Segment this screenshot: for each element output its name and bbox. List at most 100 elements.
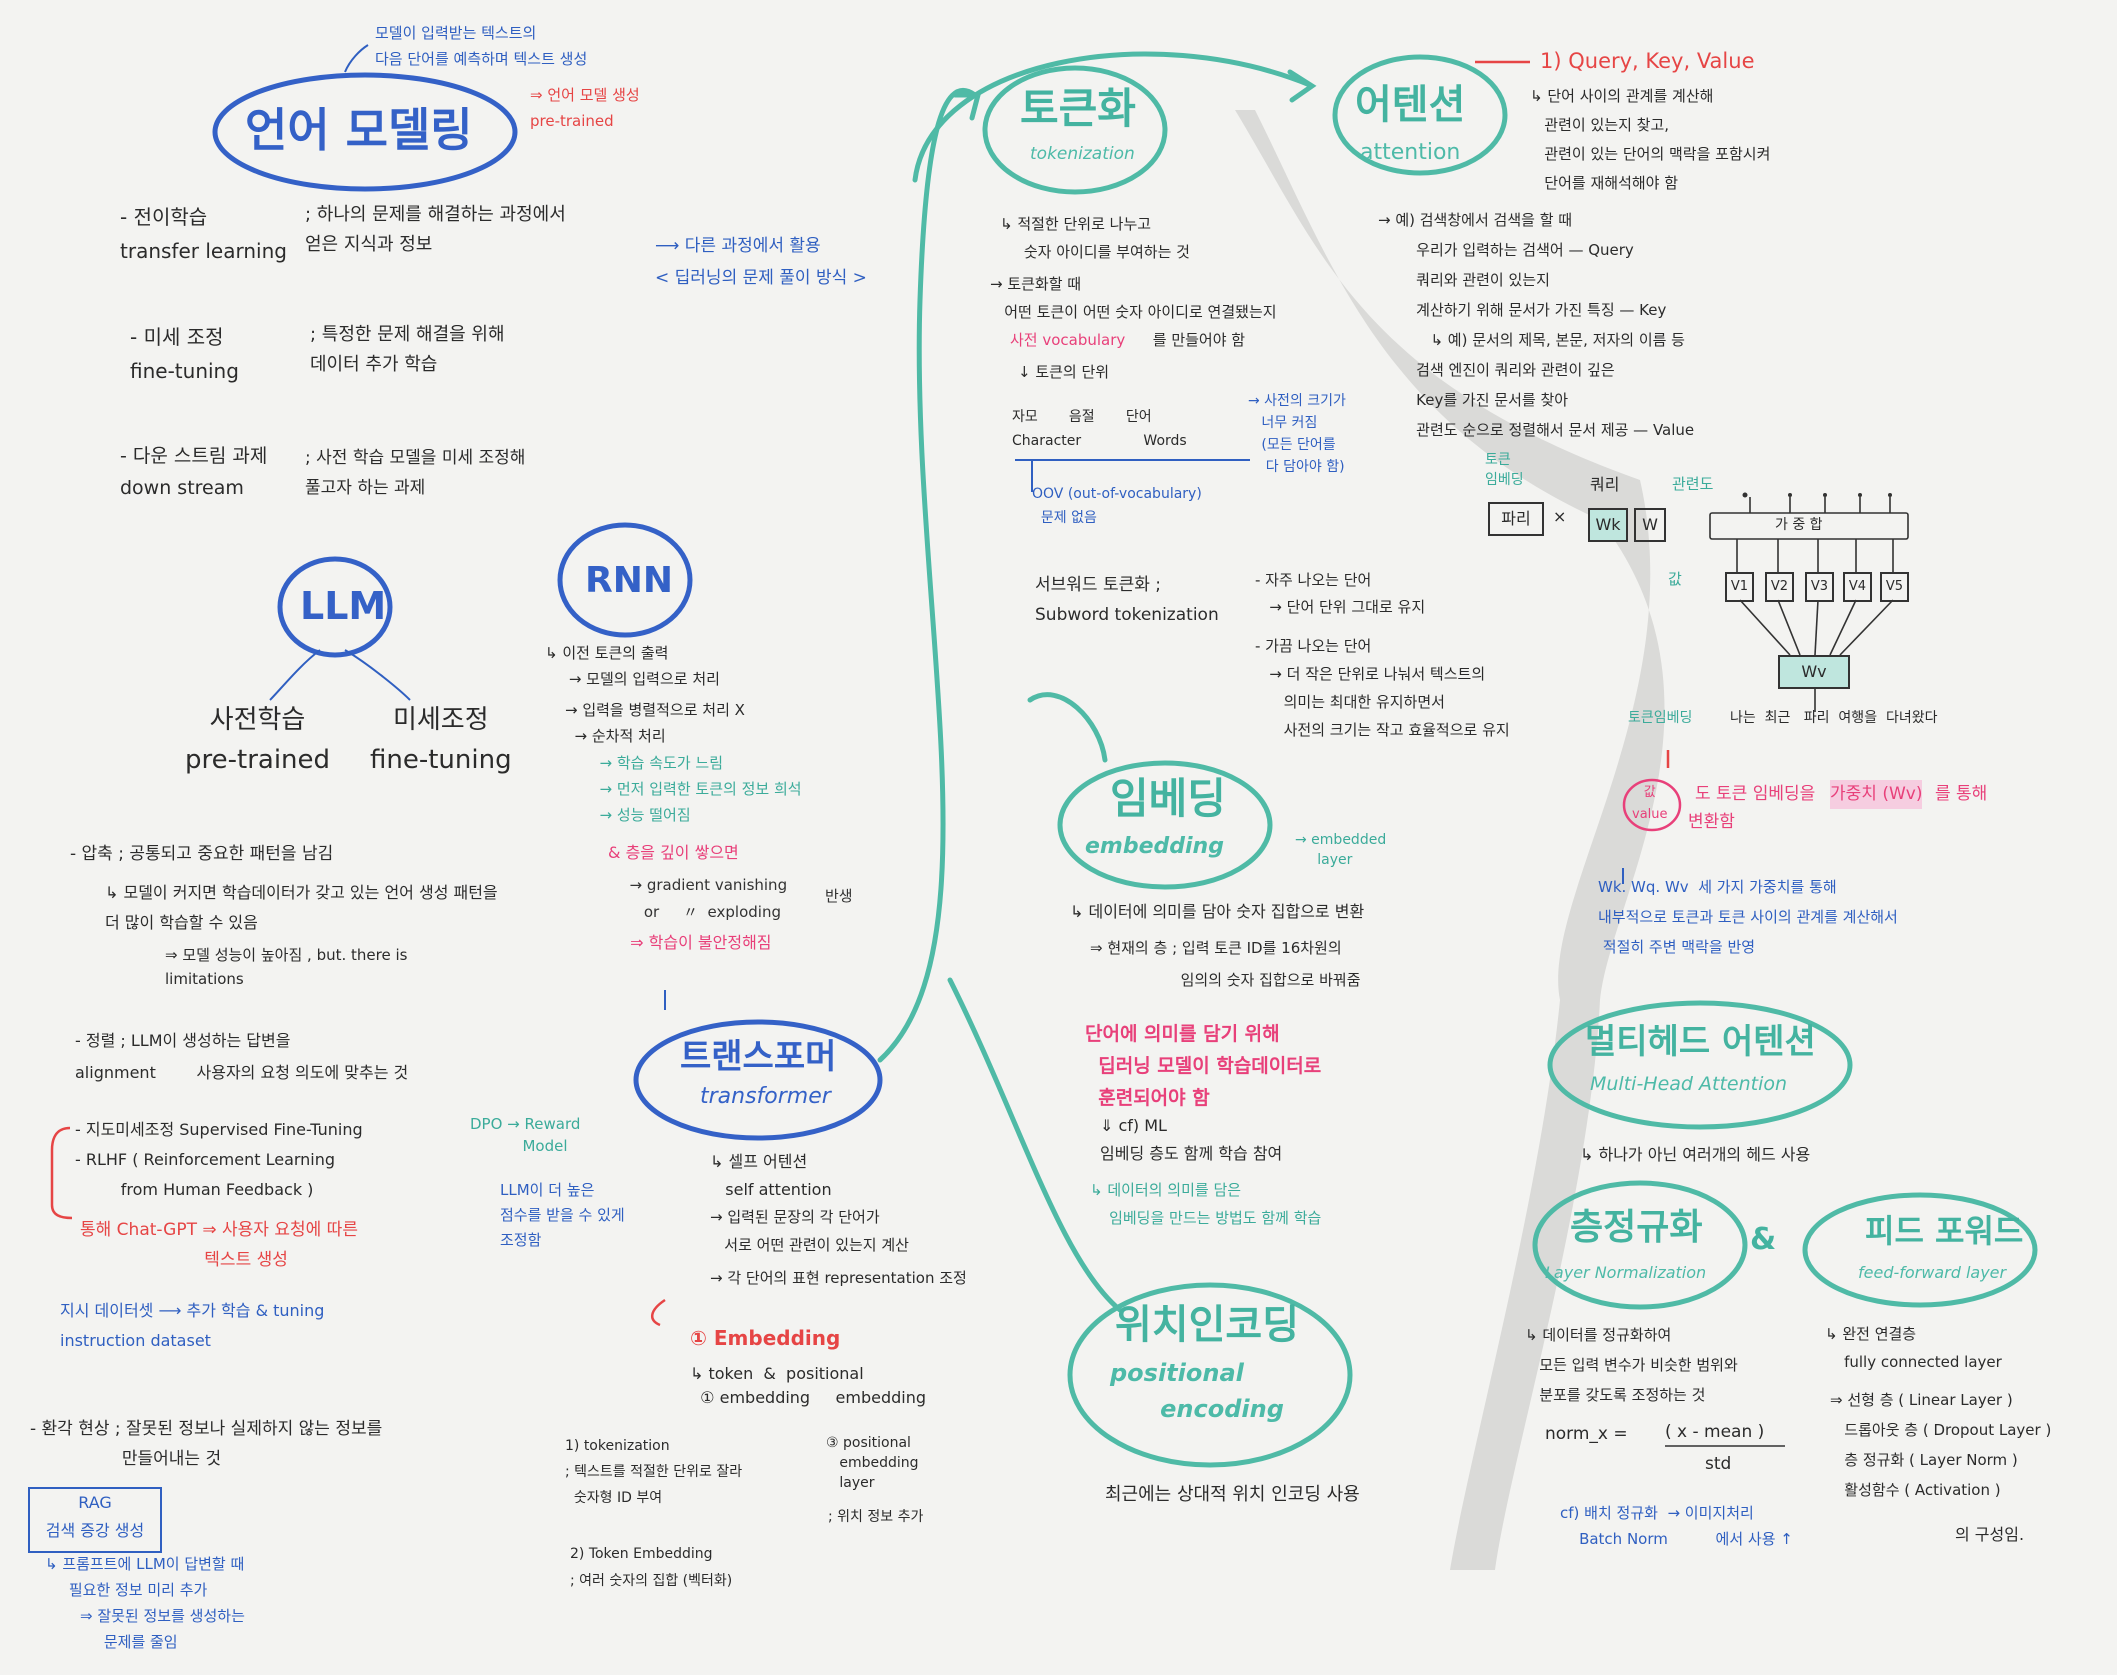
rag-desc: ↳ 프롬프트에 LLM이 답변할 때 필요한 정보 미리 추가 [45,1555,245,1599]
llm-finetuning: 미세조정 fine-tuning [370,705,512,775]
rag-box: RAG 검색 증강 생성 [28,1487,162,1553]
connector-transformer-token [877,88,978,1063]
llm-compress: - 압축 ; 공통되고 중요한 패턴을 남김 [70,844,334,864]
llm-alignment: - 정렬 ; LLM이 생성하는 답변을 alignment 사용자의 요청 의… [75,1031,409,1082]
rel-dot-1 [1742,492,1748,498]
ff-line-3: 의 구성임. [1955,1525,2025,1544]
attention-qkv: 1) Query, Key, Value [1540,49,1755,73]
bubble-llm [277,556,393,658]
diagram-query-label: 쿼리 [1590,475,1620,494]
mha-subtitle: Multi-Head Attention [1590,1073,1788,1095]
diagram-relevance-label: 관련도 [1672,475,1714,493]
token-scale: 자모 음절 단어 Character Words [1012,409,1187,449]
subword-title: 서브워드 토큰화 ; Subword tokenization [1035,575,1219,625]
fine-desc: ; 특정한 문제 해결을 위해 데이터 추가 학습 [310,324,505,375]
embedding-line-1: ↳ 데이터에 의미를 담아 숫자 집합으로 변환 [1070,902,1365,921]
bubble-rnn [557,522,693,638]
token-line-1: ↳ 적절한 단위로 나누고 숫자 아이디를 부여하는 것 [1000,215,1190,261]
token-vocab: 사전 vocabulary [1010,331,1126,349]
attention-example-2: 쿼리와 관련이 있는지 계산하기 위해 문서가 가진 특징 — Key ↳ 예)… [1416,271,1685,349]
ln-title: 층정규화 [1570,1207,1703,1248]
rel-dot-5 [1888,493,1892,497]
weighted-sum-label: 가 중 합 [1775,517,1823,533]
embedding-step-4: ③ positional embedding layer [826,1435,919,1491]
connector-to-positional [947,977,1123,1313]
transformer-subtitle: transformer [700,1084,831,1109]
box-w: W [1634,508,1666,542]
attention-subtitle: attention [1360,140,1461,165]
mha-line-1: ↳ 하나가 아닌 여러개의 헤드 사용 [1580,1145,1811,1164]
down-desc: ; 사전 학습 모델을 미세 조정해 풀고자 하는 과제 [305,448,526,498]
branch-llm-left [269,649,321,701]
arrowhead-attention [1287,69,1317,103]
attention-line-1: ↳ 단어 사이의 관계를 계산해 관련이 있는지 찾고, 관련이 있는 단어의 … [1530,87,1771,192]
ln-formula-numerator: ( x - mean ) [1665,1422,1765,1442]
bracket-sft [50,1126,73,1220]
rnn-line-2: → 입력을 병렬적으로 처리 X → 순차적 처리 [565,701,745,745]
line-wv-v3 [1814,599,1819,656]
token-oov: OOV (out-of-vocabulary) 문제 없음 [1032,486,1202,526]
value-desc-1: 도 토큰 임베딩을 [1695,784,1816,804]
value-box-v1: V1 [1725,572,1754,602]
bubble-attention [1332,54,1508,176]
embedding-step-title: ① Embedding [690,1326,841,1350]
value-box-v5: V5 [1880,572,1909,602]
llm-pretrained: 사전학습 pre-trained [185,705,331,775]
bubble-transformer [633,1019,883,1141]
llm-instruction: 지시 데이터셋 ⟶ 추가 학습 & tuning instruction dat… [60,1301,325,1350]
embedding-line-2: ⇒ 현재의 층 ; 입력 토큰 ID를 16차원의 임의의 숫자 집합으로 바꿔… [1090,939,1361,989]
box-pari: 파리 [1488,502,1544,536]
llm-compress-2: ↳ 모델이 커지면 학습데이터가 갖고 있는 언어 생성 패턴을 더 많이 학습… [105,883,498,932]
attention-title: 어텐션 [1355,82,1466,128]
token-embedding-label: 토큰임베딩 [1628,710,1693,726]
llm-dpo: DPO → Reward Model [470,1115,581,1155]
value-box-v2: V2 [1765,572,1794,602]
token-line-2: → 토큰화할 때 어떤 토큰이 어떤 숫자 아이디로 연결됐는지 [990,275,1277,321]
rnn-line-5b: 반생 [825,887,853,905]
and-symbol: & [1750,1222,1777,1257]
embedding-line-5: ↳ 데이터의 의미를 담은 임베딩을 만드는 방법도 함께 학습 [1090,1181,1322,1227]
times-symbol: × [1553,507,1567,526]
connector-to-embedding [1027,692,1108,763]
rnn-line-6: ⇒ 학습이 불안정해짐 [620,933,772,952]
rag-desc-2: ⇒ 잘못된 정보를 생성하는 문제를 줄임 [80,1607,245,1651]
value-circle [1622,778,1682,832]
embedding-side: → embedded layer [1295,832,1387,868]
line-wv-v1 [1739,599,1791,656]
subword-rare: - 가끔 나오는 단어 → 더 작은 단위로 나눠서 텍스트의 의미는 최대한 … [1255,637,1510,739]
token-subtitle: tokenization [1030,144,1135,164]
value-desc-2: 를 통해 [1935,784,1988,804]
value-desc-3: 변환함 [1688,812,1735,832]
value-highlight: 가중치 (Wv) [1830,780,1923,809]
embedding-step-1: ↳ token & positional ① embedding embeddi… [690,1364,926,1407]
token-title: 토큰화 [1020,84,1136,133]
rnn-line-4: & 층을 깊이 쌓으면 [608,843,739,862]
rnn-line-5: → gradient vanishing or 〃 exploding [629,876,788,921]
rnn-title: RNN [585,560,673,601]
llm-compress-3: ⇒ 모델 성능이 높아짐 , but. there is limitations [165,946,408,988]
branch-llm-right [344,649,411,701]
ff-subtitle: feed-forward layer [1858,1263,2007,1282]
transformer-line-2: → 입력된 문장의 각 단어가 서로 어떤 관련이 있는지 계산 [710,1208,909,1254]
value-box-v4: V4 [1843,572,1872,602]
wkqv-desc: Wk. Wq. Wv 세 가지 가중치를 통해 내부적으로 토큰과 토큰 사이의… [1598,878,1898,956]
transformer-line-3: → 각 단어의 표현 representation 조정 [710,1269,967,1287]
transfer-desc: ; 하나의 문제를 해결하는 과정에서 얻은 지식과 정보 [305,204,566,255]
line-wv-v4 [1829,599,1857,656]
rel-dot-4 [1858,493,1862,497]
ln-subtitle: Layer Normalization [1545,1263,1707,1282]
attention-example: → 예) 검색창에서 검색을 할 때 우리가 입력하는 검색어 — Query [1378,211,1634,259]
box-wk: Wk [1588,508,1628,542]
transformer-title: 트랜스포머 [680,1037,837,1077]
subword-freq: - 자주 나오는 단어 → 단어 단위 그대로 유지 [1255,571,1426,616]
ff-line-2: ⇒ 선형 층 ( Linear Layer ) 드롭아웃 층 ( Dropout… [1830,1391,2052,1499]
embedding-line-4: ⇓ cf) ML 임베딩 층도 함께 학습 참여 [1100,1116,1283,1163]
bubble-ln [1532,1180,1748,1310]
embedding-step-2: 1) tokenization ; 텍스트를 적절한 단위로 잘라 숫자형 ID… [565,1438,743,1506]
arrow-lm-def [344,44,369,73]
bubble-mha [1547,1000,1853,1130]
llm-dpo-2: LLM이 더 높은 점수를 받을 수 있게 조정함 [500,1181,625,1249]
token-scale-note: → 사전의 크기가 너무 커짐 (모든 단어를 다 담아야 함) [1248,393,1346,475]
bubble-positional [1067,1282,1353,1468]
